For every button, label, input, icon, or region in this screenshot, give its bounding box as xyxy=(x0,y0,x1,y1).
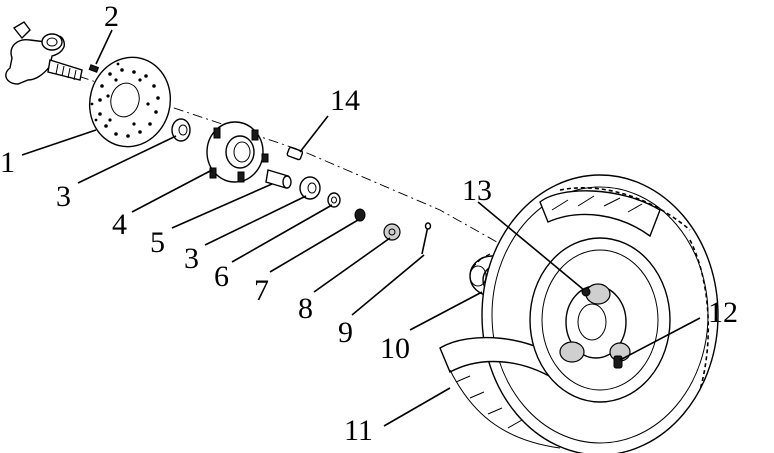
steering-knuckle xyxy=(5,21,83,85)
callout-12: 12 xyxy=(708,296,738,329)
callout-11: 11 xyxy=(344,414,373,447)
valve-stem xyxy=(613,355,623,369)
spacer-b xyxy=(299,176,321,200)
callout-13: 13 xyxy=(462,174,492,207)
wheel-nut xyxy=(286,146,304,161)
brake-disc xyxy=(88,56,172,148)
callout-labels: 1 2 3 4 5 3 6 7 8 9 10 11 12 13 14 xyxy=(0,0,738,447)
callout-14: 14 xyxy=(330,84,360,117)
washer xyxy=(327,192,341,208)
wheel-hub xyxy=(206,121,269,183)
castle-nut xyxy=(383,223,401,241)
spacer-a xyxy=(171,118,191,142)
cotter-pin xyxy=(421,222,432,255)
callout-4: 4 xyxy=(112,208,127,241)
callout-9: 9 xyxy=(338,316,353,349)
callout-5: 5 xyxy=(150,226,165,259)
callout-8: 8 xyxy=(298,292,313,325)
callout-6: 6 xyxy=(214,260,229,293)
callout-1: 1 xyxy=(0,146,15,179)
callout-3a: 3 xyxy=(56,180,71,213)
callout-2: 2 xyxy=(104,0,119,33)
leader-lines xyxy=(21,29,701,427)
hex-nut xyxy=(354,208,366,222)
callout-7: 7 xyxy=(254,274,269,307)
callout-10: 10 xyxy=(380,332,410,365)
wheel-tire-assembly xyxy=(439,174,719,453)
bolt-small xyxy=(88,64,100,73)
center-axis xyxy=(59,69,601,301)
callout-3b: 3 xyxy=(184,242,199,275)
